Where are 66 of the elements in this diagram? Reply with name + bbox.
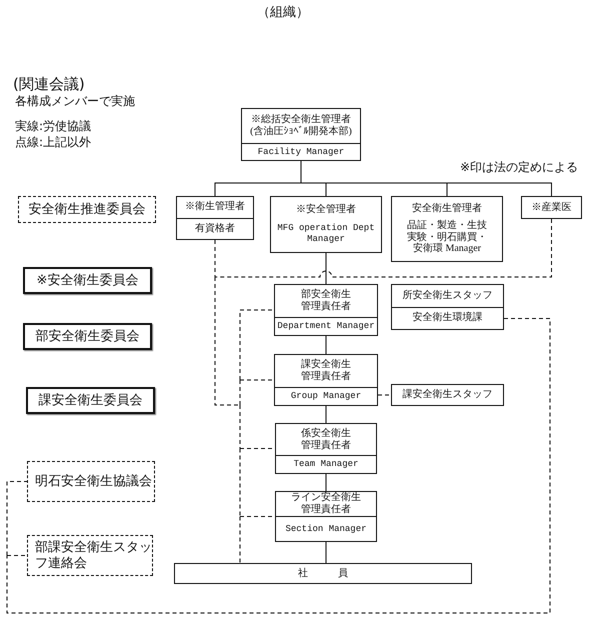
committee-box — [27, 535, 153, 576]
department-list: 品証・製造・生技実験・明石購買・安衛環 Manager — [405, 220, 489, 256]
job-title: Team Manager — [294, 459, 358, 470]
committee-box — [18, 196, 156, 223]
section-heading: (関連会議) — [13, 75, 85, 93]
footnote-text: ※印は法の定めによる — [460, 160, 578, 174]
role-box — [275, 491, 377, 542]
role-box — [241, 108, 361, 161]
legend-text: 実線:労使協議 — [15, 119, 92, 134]
committee-box — [27, 461, 155, 502]
dashed-connector — [6, 318, 550, 614]
role-title: 社 員 — [298, 568, 348, 580]
role-box — [274, 354, 378, 406]
role-box — [274, 284, 378, 336]
role-title: ※安全管理者 — [296, 204, 356, 216]
role-box — [391, 196, 503, 262]
job-title: Department Manager — [277, 321, 375, 332]
note-text: 各構成メンバーで実施 — [15, 94, 135, 108]
connector-line — [214, 182, 302, 196]
connector-line — [446, 182, 552, 196]
role-title: 部安全衛生管理責任者 — [300, 289, 352, 313]
staff-title: 課安全衛生スタッフ — [402, 389, 492, 401]
connector-line — [300, 182, 326, 184]
committee-name: 部安全衛生委員会 — [36, 328, 140, 344]
role-title: 安全衛生管理者 — [412, 202, 482, 215]
role-title: 係安全衛生管理責任者 — [300, 428, 352, 452]
committee-name: 部課安全衛生スタッフ連絡会 — [35, 540, 153, 571]
dashed-connector — [214, 240, 216, 278]
committee-box — [23, 323, 152, 350]
role-title: ※産業医 — [532, 202, 572, 214]
committee-name: ※安全衛生委員会 — [36, 272, 138, 288]
job-title: Section Manager — [285, 524, 366, 535]
committee-name: 課安全衛生委員会 — [38, 392, 142, 408]
dashed-connector — [6, 555, 28, 556]
dashed-connector — [240, 310, 274, 380]
role-box — [391, 284, 504, 330]
role-title: ※衛生管理者 — [185, 201, 245, 214]
role-box — [270, 196, 382, 253]
dashed-connector — [214, 276, 240, 406]
role-box — [391, 384, 504, 406]
committee-box — [26, 387, 155, 414]
committee-box — [23, 267, 152, 294]
role-box — [521, 196, 582, 219]
role-box — [275, 423, 377, 474]
connector-line — [300, 160, 302, 184]
role-box — [176, 196, 254, 240]
job-title: Group Manager — [290, 391, 362, 402]
job-title: MFG operation Dept Manager — [276, 223, 376, 244]
committee-name: 安全衛生推進委員会 — [28, 202, 146, 218]
job-title: Facility Manager — [258, 146, 344, 158]
dashed-connector — [378, 394, 392, 396]
role-note: (含油圧ｼｮﾍﾞﾙ開発本部) — [250, 126, 352, 138]
section-name: 安全衛生環境課 — [412, 312, 482, 324]
role-title: ※総括安全衛生管理者 — [251, 114, 351, 126]
dashed-connector — [6, 481, 28, 556]
role-title: 課安全衛生管理責任者 — [300, 359, 352, 383]
connector-line — [326, 182, 448, 184]
role-box — [174, 563, 472, 584]
committee-name: 明石安全衛生協議会 — [35, 474, 153, 490]
dashed-connector — [214, 218, 552, 278]
diagram-title: （組織） — [257, 5, 309, 21]
role-title: ライン安全衛生管理責任者 — [290, 492, 362, 516]
staff-title: 所安全衛生スタッフ — [402, 290, 492, 302]
connector-line — [446, 182, 448, 196]
qualification-label: 有資格者 — [195, 222, 235, 235]
legend-text: 点線:上記以外 — [15, 135, 92, 150]
